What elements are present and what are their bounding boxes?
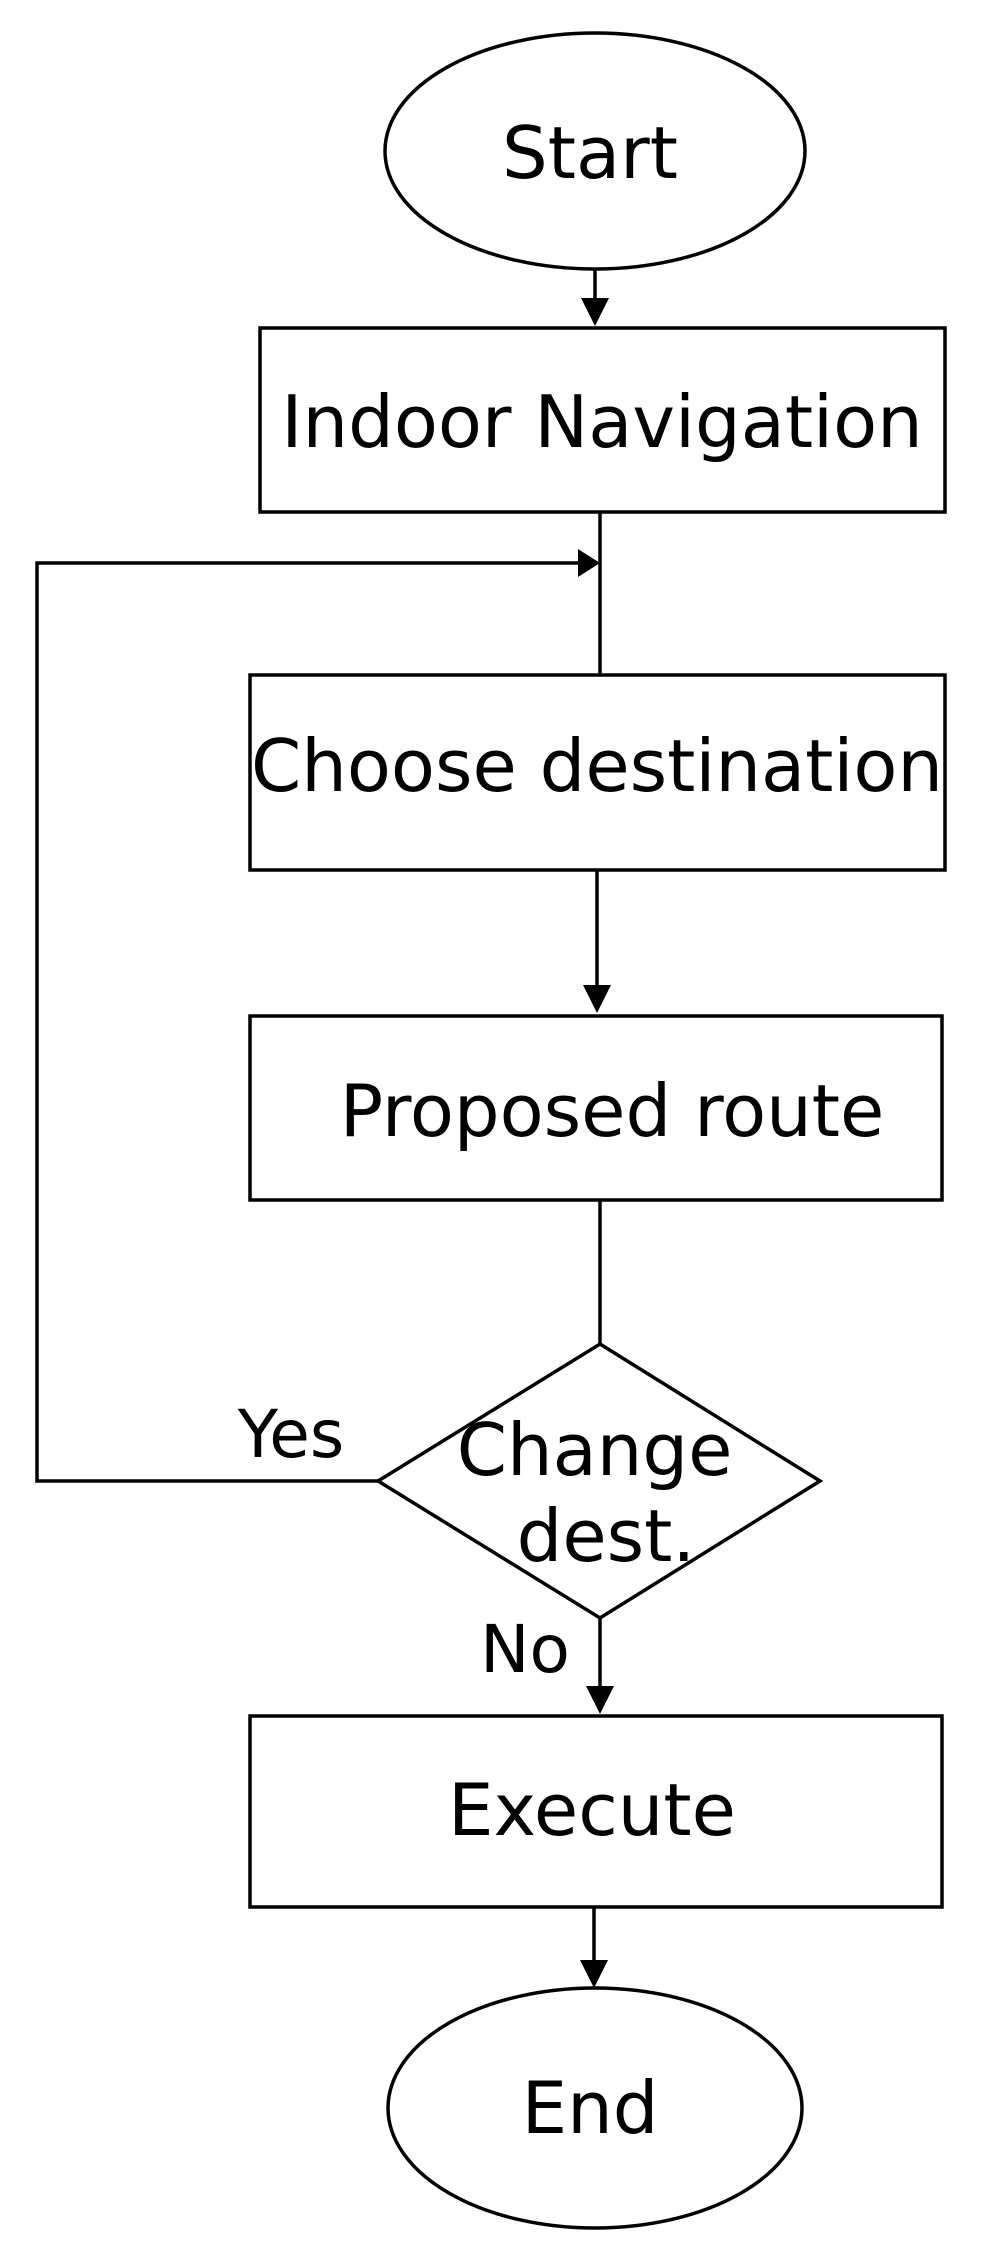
no-label: No <box>480 1611 570 1688</box>
arrowhead-end <box>580 1960 608 1988</box>
connector-yes-loop-back <box>35 561 578 1483</box>
change-dest-label: Change dest. <box>457 1408 756 1578</box>
arrowhead-execute <box>586 1686 614 1714</box>
choose-destination-label: Choose destination <box>251 724 943 808</box>
arrowhead-proposed-route <box>583 985 611 1013</box>
end-terminal <box>386 1986 804 2230</box>
yes-label: Yes <box>237 1396 345 1473</box>
change-dest-label-line2: dest. <box>517 1494 696 1578</box>
start-label: Start <box>502 111 678 195</box>
indoor-navigation-label: Indoor Navigation <box>281 380 923 464</box>
arrowhead-indoor-navigation <box>581 298 609 326</box>
end-label: End <box>522 2066 659 2150</box>
proposed-route-box <box>248 1014 944 1202</box>
execute-label: Execute <box>448 1768 736 1852</box>
arrowhead-loop-merge <box>578 549 600 577</box>
indoor-navigation-box <box>258 326 947 514</box>
execute-box <box>248 1714 944 1909</box>
choose-destination-box <box>248 673 947 872</box>
proposed-route-label: Proposed route <box>340 1069 885 1153</box>
change-dest-label-line1: Change <box>457 1408 733 1492</box>
